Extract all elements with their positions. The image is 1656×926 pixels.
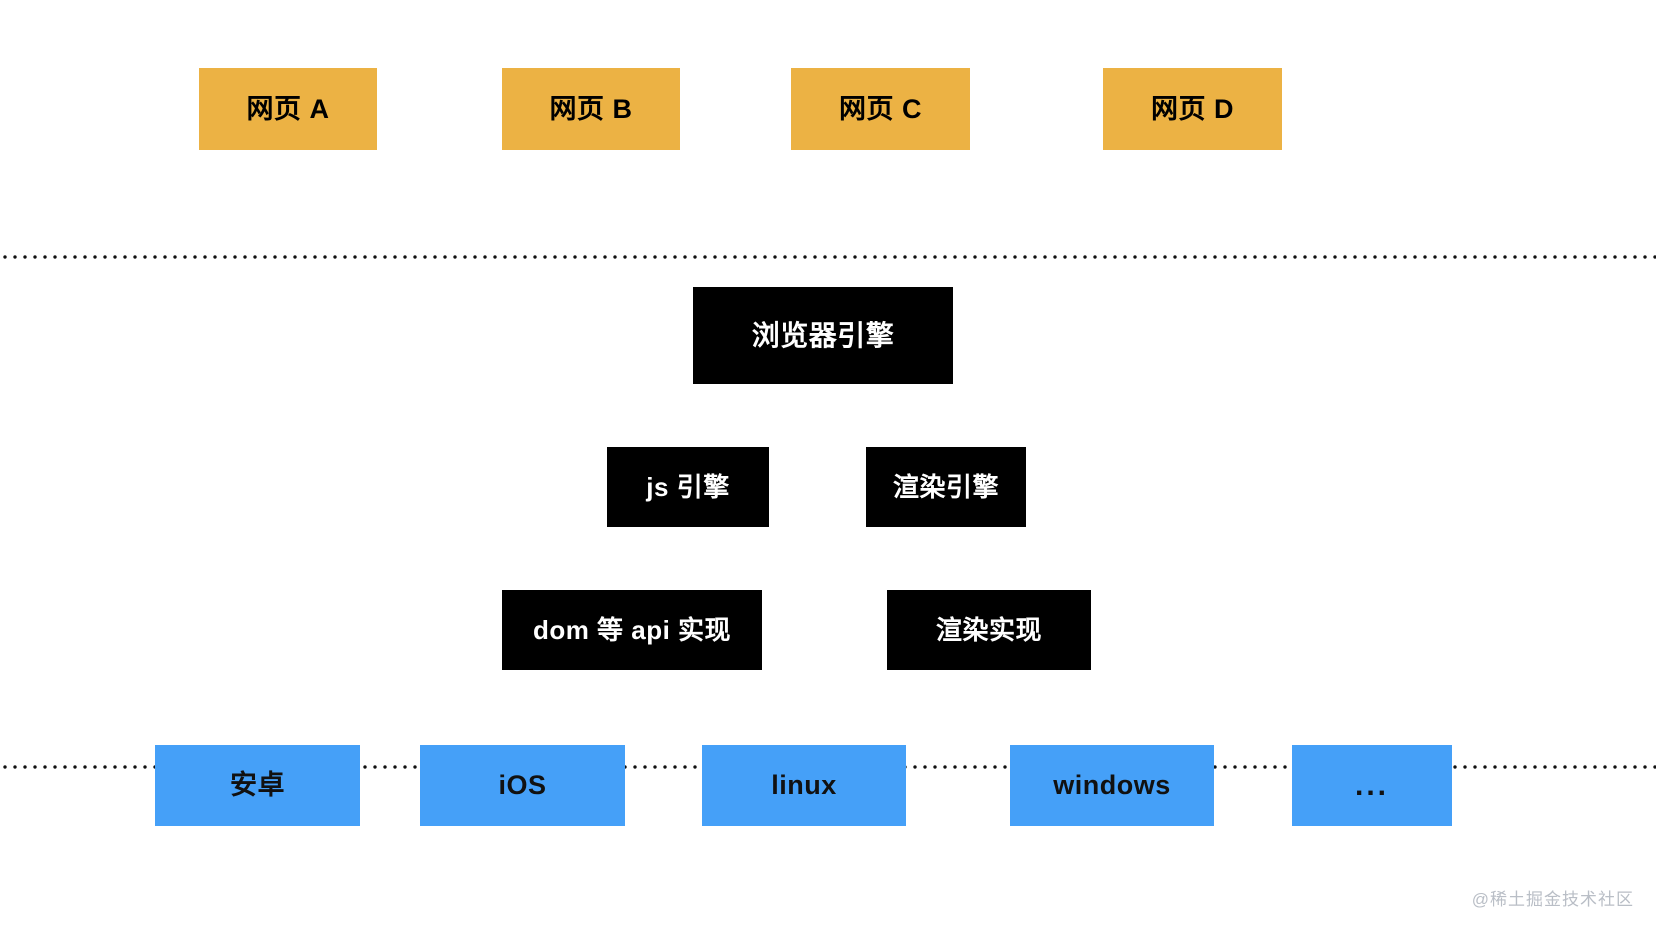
divider-top [0,255,1656,259]
node-os-more: ... [1292,745,1452,826]
node-js-engine: js 引擎 [607,447,769,527]
node-os-windows: windows [1010,745,1214,826]
watermark: @稀土掘金技术社区 [1471,890,1634,909]
node-web-page-d: 网页 D [1103,68,1282,150]
node-os-linux: linux [702,745,906,826]
node-render-impl: 渲染实现 [887,590,1091,670]
node-web-page-c: 网页 C [791,68,970,150]
node-os-android: 安卓 [155,745,360,826]
node-browser-engine: 浏览器引擎 [693,287,953,384]
node-web-page-a: 网页 A [199,68,377,150]
node-render-engine: 渲染引擎 [866,447,1026,527]
node-os-ios: iOS [420,745,625,826]
node-web-page-b: 网页 B [502,68,680,150]
node-dom-api-impl: dom 等 api 实现 [502,590,762,670]
